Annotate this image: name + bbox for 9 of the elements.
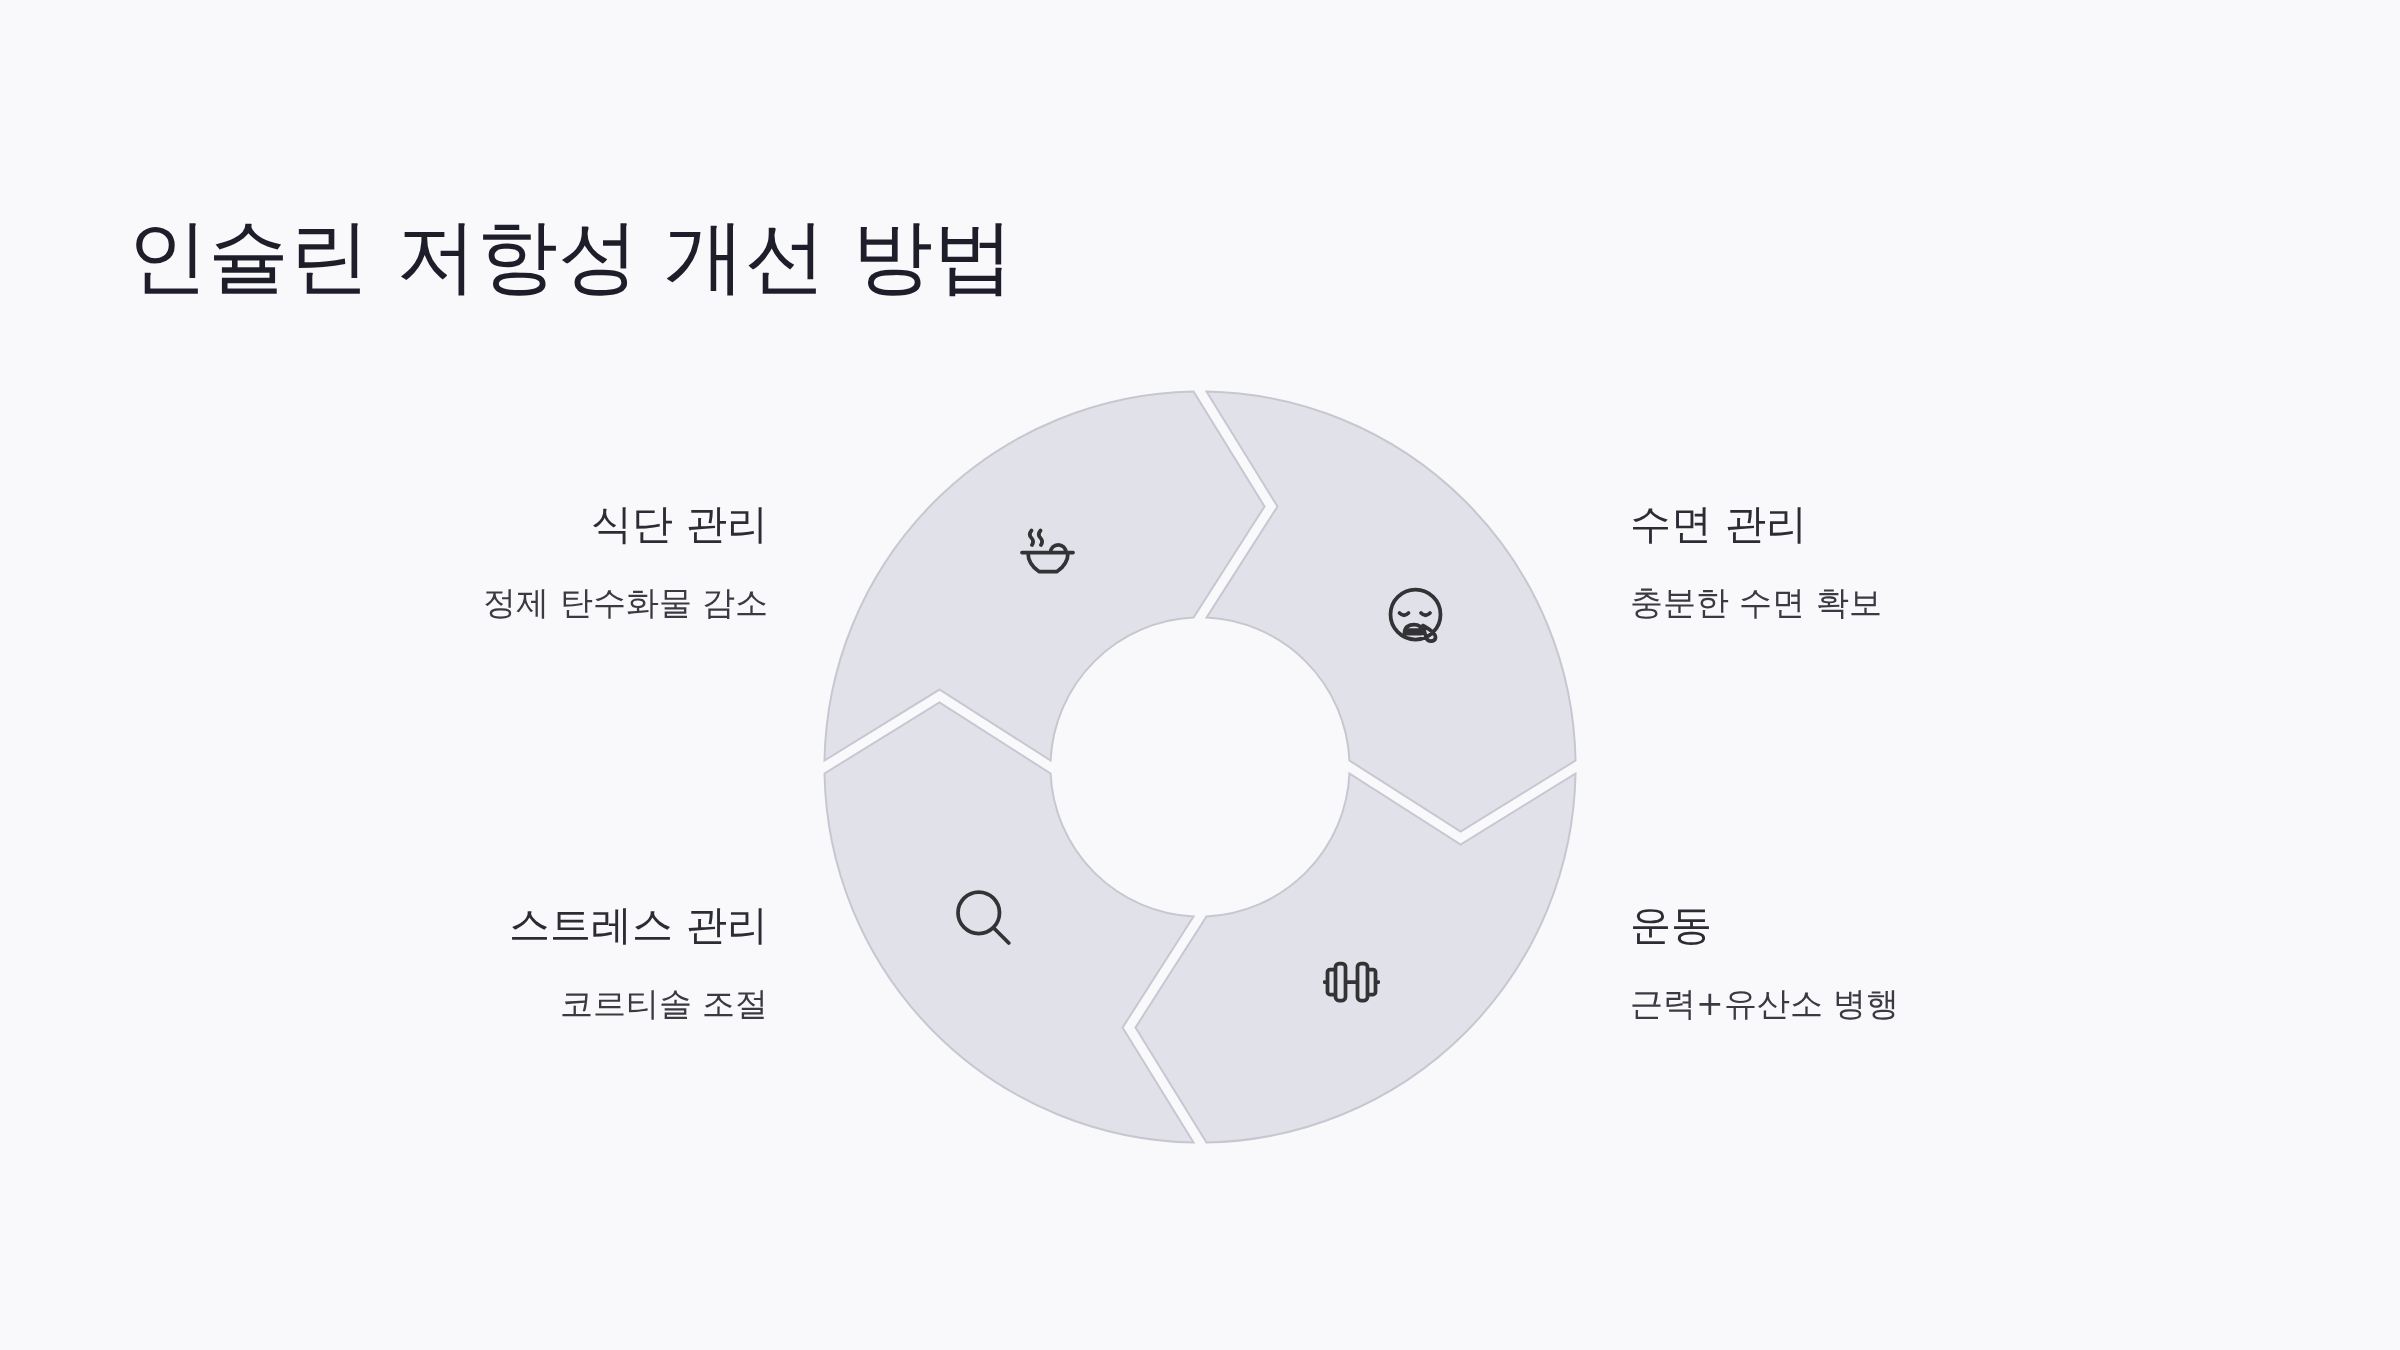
title: 인슐린 저항성 개선 방법	[127, 210, 1015, 304]
step-description: 코르티솔 조절	[559, 985, 768, 1023]
step-title: 스트레스 관리	[508, 902, 768, 950]
step-title: 식단 관리	[590, 501, 768, 549]
step-description: 정제 탄수화물 감소	[483, 584, 768, 622]
step-title: 수면 관리	[1630, 501, 1808, 549]
step-description: 충분한 수면 확보	[1630, 584, 1882, 622]
step-title: 운동	[1630, 902, 1712, 950]
step-description: 근력+유산소 병행	[1630, 985, 1900, 1023]
